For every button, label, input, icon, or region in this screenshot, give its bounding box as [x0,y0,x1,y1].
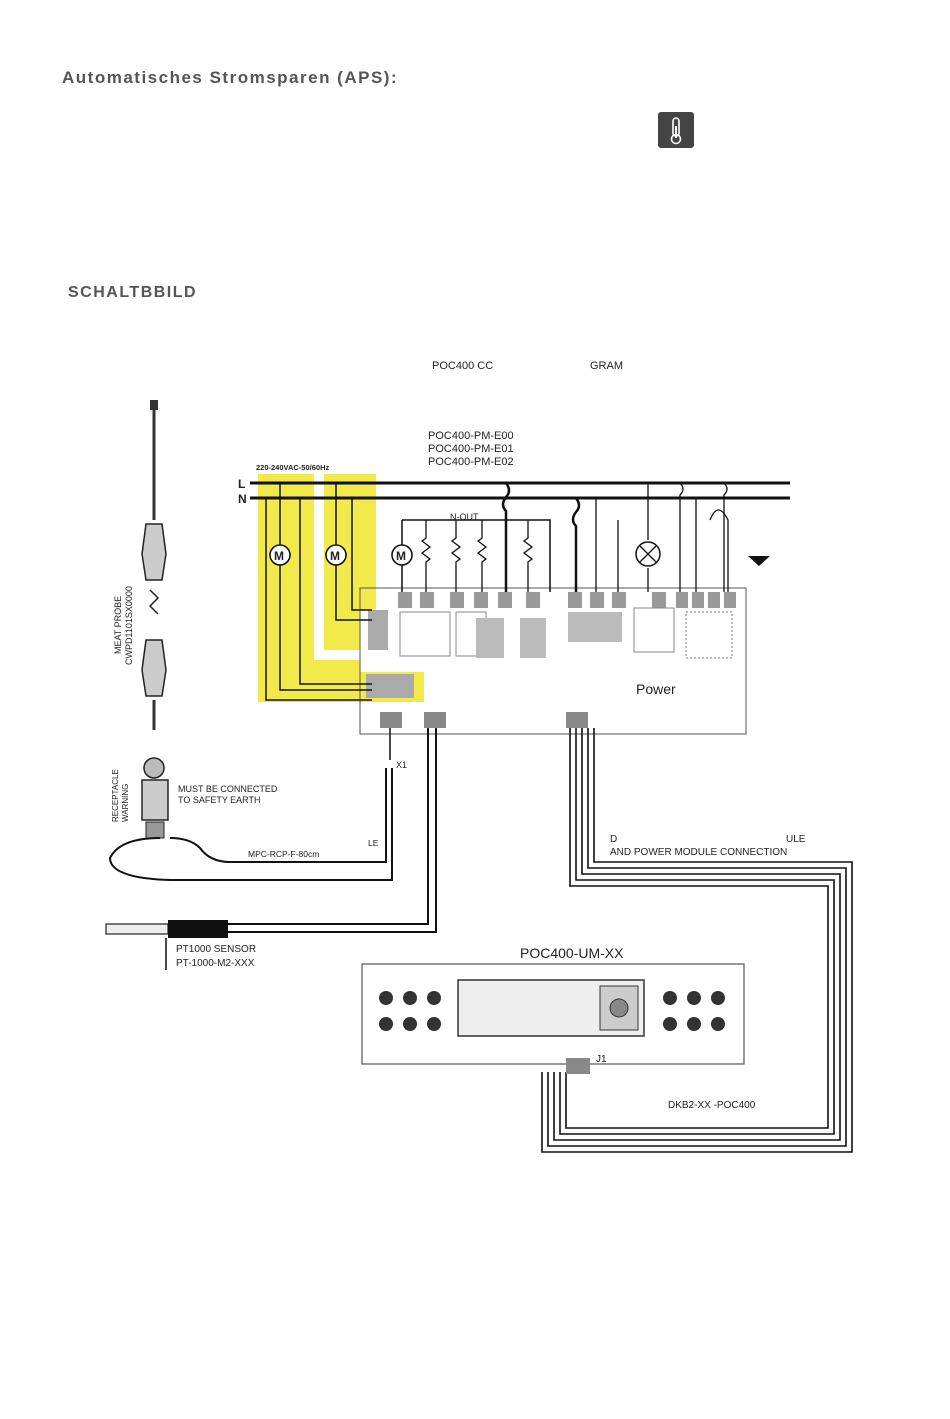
svg-text:M: M [396,549,406,563]
supply-label: 220-240VAC-50/60Hz [256,463,329,472]
board-terminals [366,592,736,728]
ui-module-board [361,963,745,1065]
svg-text:M: M [274,549,284,563]
pt1000-label: PT1000 SENSOR [176,944,256,955]
motor-icon: M [269,544,291,566]
power-module-board [359,587,747,735]
power-module-label-2: POC400-PM-E01 [428,443,514,455]
power-module-label-1: POC400-PM-E00 [428,430,514,442]
power-board-label: Power [636,681,676,697]
meat-probe-code: CWPD1101SX0000 [124,586,134,665]
data-connection-label-1: D [610,834,617,845]
data-connection-label-3: ULE [786,834,806,845]
j1-label: J1 [596,1054,607,1065]
x1-label: X1 [396,760,407,770]
meat-probe-label: MEAT PROBE [113,596,123,654]
must-connect-label-2: TO SAFETY EARTH [178,795,261,805]
receptacle-cable [108,768,393,881]
ground-icon [748,556,770,566]
motor-icon: M [325,544,347,566]
diagram-title-left: POC400 CC [432,360,493,372]
relay-wires [501,482,581,592]
must-connect-label-1: MUST BE CONNECTED [178,784,278,794]
n-out-label: N-OUT [450,512,479,522]
data-cable [541,728,853,1153]
pt1000-code: PT-1000-M2-XXX [176,958,255,969]
cable-label: DKB2-XX -POC400 [668,1100,756,1111]
heading-automatic-power-saving: Automatisches Stromsparen (APS): [62,68,399,87]
receptacle [141,757,169,839]
receptacle-warning: WARNING [121,784,130,822]
highlight-middle [324,474,376,650]
diagram-title-right: GRAM [590,360,623,372]
line-n-label: N [238,492,247,506]
data-connection-label-2: AND POWER MODULE CONNECTION [610,847,787,858]
ui-module-controls [379,979,725,1037]
receptacle-label: RECEPTACLE [111,769,120,822]
j1-connector [566,1058,590,1074]
motor-wires [265,483,551,701]
thermometer-icon [658,112,694,148]
ui-module-label: POC400-UM-XX [520,945,624,961]
output-wires [595,482,729,592]
meat-probe [141,400,167,730]
lamp-icon [635,541,661,567]
mpc-cable-label: MPC-RCP-F-80cm [248,849,319,859]
heater-elements [420,520,534,592]
motor-icon: M [391,544,413,566]
power-module-label-3: POC400-PM-E02 [428,456,514,468]
pt1000-sensor [105,728,437,970]
highlight-left [258,474,360,680]
svg-text:M: M [330,549,340,563]
heading-schaltbild: SCHALTBBILD [68,284,198,301]
line-l-label: L [238,477,245,491]
le-label: LE [368,838,379,848]
